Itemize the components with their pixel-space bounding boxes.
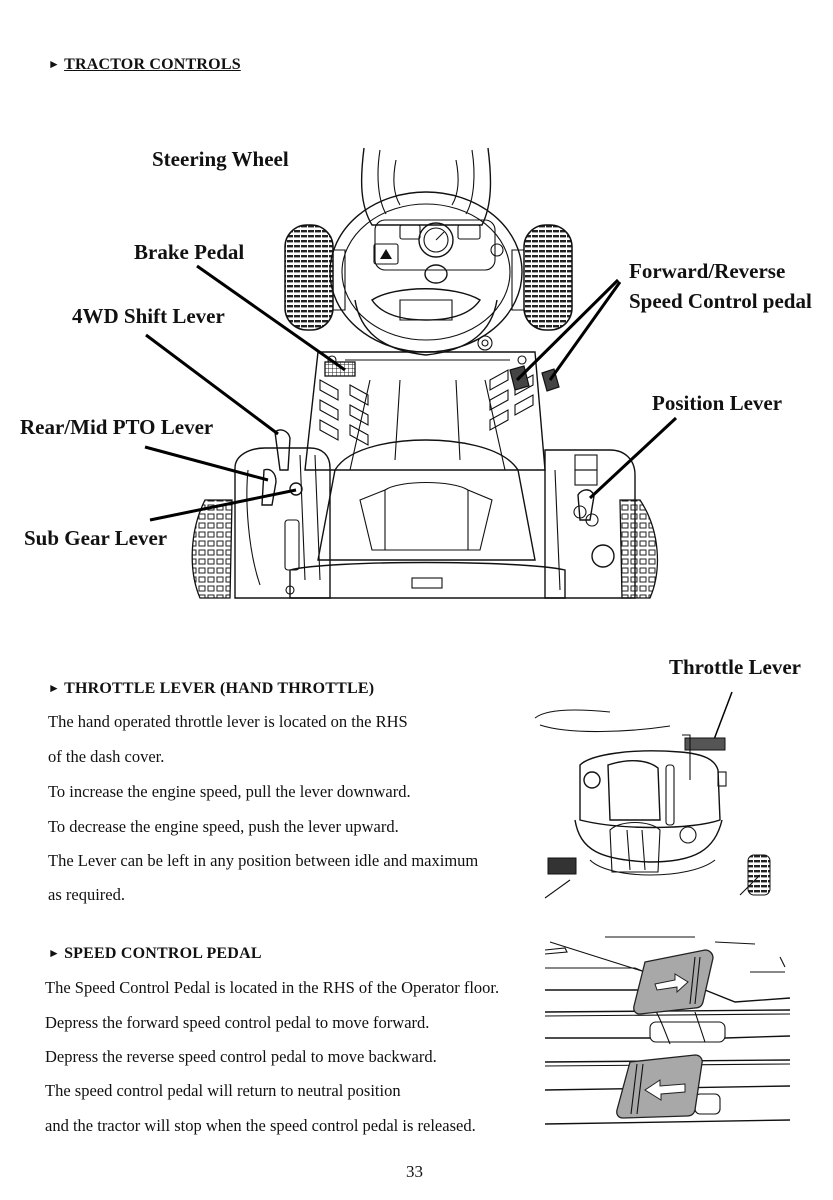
label-steering-wheel: Steering Wheel — [152, 147, 289, 171]
speed-pedal-line: Depress the reverse speed control pedal … — [45, 1047, 437, 1066]
dashboard — [374, 219, 496, 271]
speed-pedal-line: and the tractor will stop when the speed… — [45, 1116, 476, 1135]
leader-4wd-shift — [145, 333, 279, 436]
leader-position-lever — [588, 416, 678, 500]
position-lever — [577, 489, 595, 521]
throttle-heading-text: THROTTLE LEVER (HAND THROTTLE) — [64, 680, 375, 697]
4wd-shift-lever — [274, 429, 291, 471]
position-lever-knob-rear — [591, 544, 615, 568]
throttle-heading: ►THROTTLE LEVER (HAND THROTTLE) — [48, 680, 374, 698]
brake-pedal-small — [547, 857, 577, 875]
bullet-triangle-icon: ► — [48, 681, 61, 695]
throttle-lever-figure — [534, 691, 771, 899]
leader-sub-gear — [149, 488, 297, 522]
seat — [317, 439, 536, 561]
floor-slats-left — [319, 379, 369, 446]
label-throttle-lever: Throttle Lever — [669, 655, 801, 679]
label-position-lever: Position Lever — [652, 391, 783, 415]
left-fender — [234, 447, 331, 599]
label-forward-reverse-line1: Forward/Reverse — [629, 259, 786, 283]
tractor-controls-diagram — [144, 147, 678, 599]
tachometer-gauge — [418, 222, 454, 258]
speed-control-pedal-figure — [544, 936, 791, 1125]
steering-hub-logo — [424, 264, 448, 284]
label-4wd-shift-lever: 4WD Shift Lever — [72, 304, 225, 328]
leader-reverse-pedal — [548, 281, 622, 381]
throttle-line: as required. — [48, 885, 125, 904]
front-right-tire — [523, 224, 573, 331]
sub-gear-lever — [289, 482, 303, 496]
front-left-tire — [284, 224, 334, 331]
bullet-triangle-icon: ► — [48, 946, 61, 960]
throttle-line: The Lever can be left in any position be… — [48, 851, 479, 870]
throttle-line: of the dash cover. — [48, 747, 165, 766]
steering-wheel-rim — [329, 191, 523, 353]
speed-pedal-heading: ►SPEED CONTROL PEDAL — [48, 945, 262, 963]
leader-pto — [144, 445, 269, 482]
brake-pedal — [324, 361, 356, 377]
dash-cover — [579, 750, 721, 829]
throttle-lever-handle — [684, 737, 726, 751]
throttle-line: To increase the engine speed, pull the l… — [48, 782, 411, 801]
label-brake-pedal: Brake Pedal — [134, 240, 245, 264]
bullet-triangle-icon: ► — [48, 57, 61, 71]
leader-forward-pedal — [515, 278, 620, 382]
rear-right-tire — [619, 499, 658, 599]
speed-pedal-line: The speed control pedal will return to n… — [45, 1081, 401, 1100]
page-number: 33 — [406, 1162, 423, 1181]
section-title-text: TRACTOR CONTROLS — [64, 56, 241, 73]
hazard-triangle-icon — [380, 249, 392, 259]
section-title: ►TRACTOR CONTROLS — [48, 56, 241, 74]
rear-left-tire — [191, 499, 233, 599]
label-forward-reverse-line2: Speed Control pedal — [629, 289, 812, 313]
key-switch — [477, 335, 493, 351]
speed-pedal-line: The Speed Control Pedal is located in th… — [45, 978, 500, 997]
leader-brake-pedal — [196, 264, 346, 372]
throttle-line: The hand operated throttle lever is loca… — [48, 712, 408, 731]
pto-lever — [261, 468, 277, 506]
label-sub-gear-lever: Sub Gear Lever — [24, 526, 168, 550]
forward-pedal-pad — [633, 949, 714, 1015]
throttle-line: To decrease the engine speed, push the l… — [48, 817, 399, 836]
speed-pedal-line: Depress the forward speed control pedal … — [45, 1013, 430, 1032]
hood-outline — [360, 147, 492, 226]
speed-pedal-heading-text: SPEED CONTROL PEDAL — [64, 945, 262, 962]
reverse-pedal-pad — [616, 1054, 703, 1119]
label-pto-lever: Rear/Mid PTO Lever — [20, 415, 214, 439]
